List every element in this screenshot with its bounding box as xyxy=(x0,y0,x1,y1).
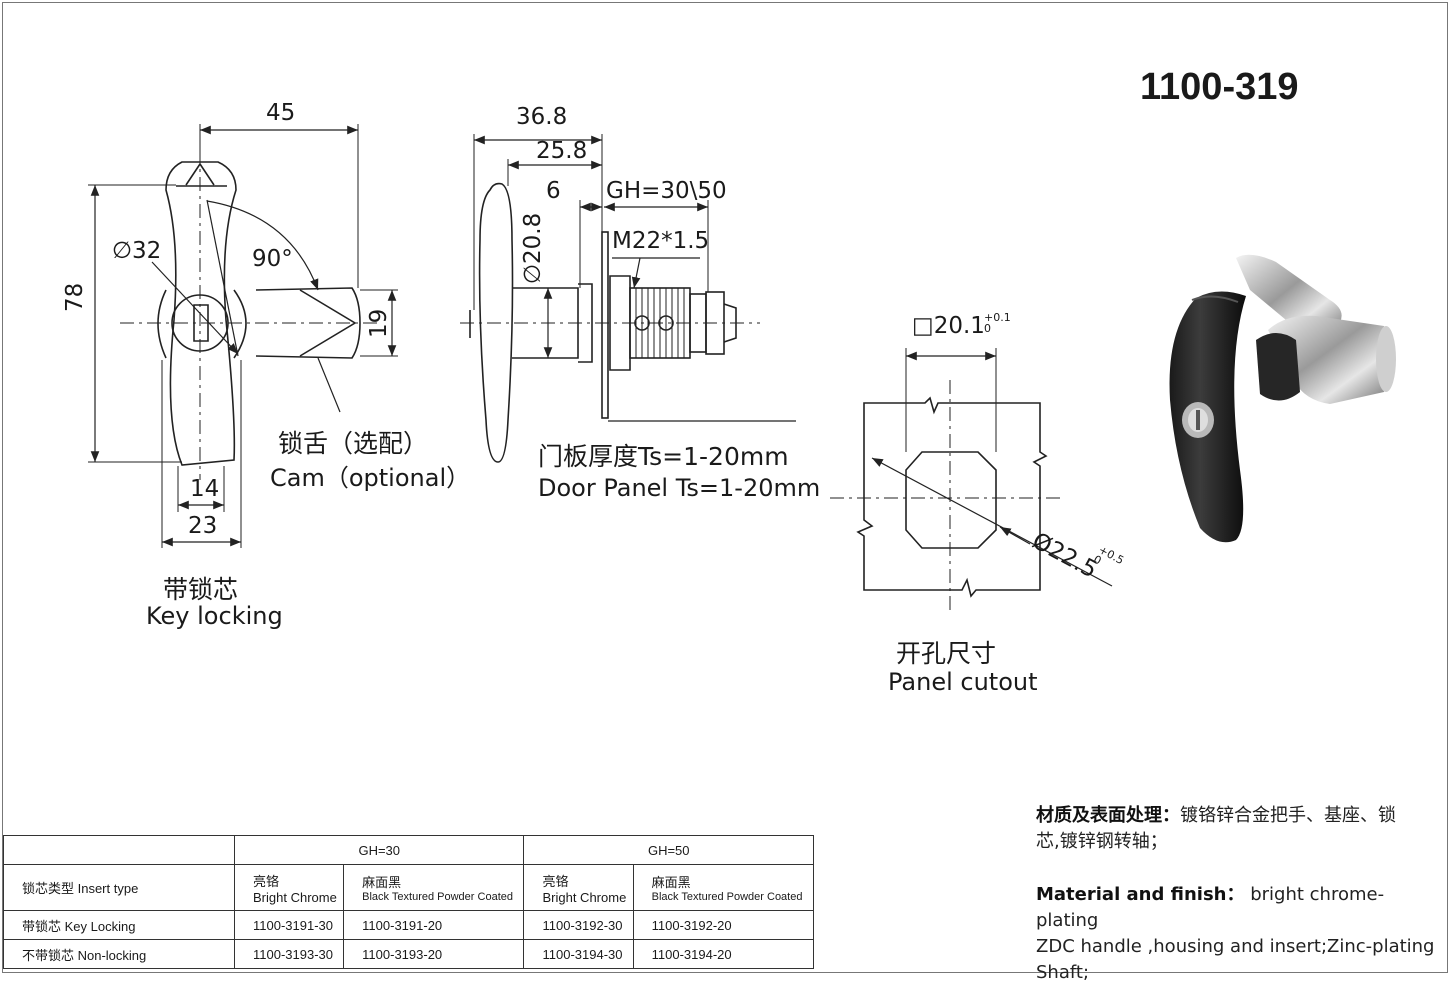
dim-square-cutout: □20.1 xyxy=(912,313,985,339)
dim-cam-19: 19 xyxy=(366,308,392,338)
material-text-en-2: ZDC handle ,housing and insert;Zinc-plat… xyxy=(1036,936,1435,957)
finish-black-en: Black Textured Powder Coated xyxy=(362,891,513,903)
finish-chrome-cn: 亮铬 xyxy=(253,873,280,889)
product-photo xyxy=(1169,254,1396,543)
table-insert-type-header: 锁芯类型 Insert type xyxy=(3,864,235,911)
material-note-en: Material and finish： bright chrome-plati… xyxy=(1036,882,1444,986)
cutout-caption-en: Panel cutout xyxy=(888,668,1038,696)
table-group-gh30: GH=30 xyxy=(233,835,525,865)
cutout-caption-cn: 开孔尺寸 xyxy=(896,639,997,668)
material-label-cn: 材质及表面处理： xyxy=(1036,805,1180,826)
part-number-cell: 1100-3194-30 xyxy=(523,939,634,969)
finish-chrome-cn: 亮铬 xyxy=(542,873,569,889)
finish-chrome-en: Bright Chrome xyxy=(253,889,337,905)
table-row: 带锁芯 Key Locking 1100-3191-30 1100-3191-2… xyxy=(3,910,815,940)
door-panel-caption-en: Door Panel Ts=1-20mm xyxy=(538,474,821,502)
dim-square-tolerance: +0.1 0 xyxy=(984,311,1011,335)
material-label-en: Material and finish： xyxy=(1036,884,1245,905)
cam-caption-en: Cam（optional） xyxy=(270,464,471,492)
dim-angle-90: 90° xyxy=(252,246,293,272)
table-group-gh50: GH=50 xyxy=(523,835,814,865)
dim-length-6: 6 xyxy=(546,178,561,204)
table-row: 不带锁芯 Non-locking 1100-3193-30 1100-3193-… xyxy=(3,939,815,969)
row-label: 带锁芯 Key Locking xyxy=(3,910,235,940)
part-number-cell: 1100-3192-30 xyxy=(523,910,634,940)
door-panel-caption-cn: 门板厚度Ts=1-20mm xyxy=(538,442,789,471)
dim-width-45: 45 xyxy=(266,100,296,126)
part-number-cell: 1100-3194-20 xyxy=(632,939,815,969)
part-number-cell: 1100-3191-30 xyxy=(233,910,345,940)
dim-thread: M22*1.5 xyxy=(612,228,710,254)
material-text-en-1: bright chrome-plating xyxy=(1036,884,1385,931)
cam-caption-cn: 锁舌（选配） xyxy=(278,429,429,458)
key-locking-caption-en: Key locking xyxy=(146,602,283,630)
dim-height-78: 78 xyxy=(62,282,88,312)
material-text-cn-1: 镀铬锌合金把手、基座、锁 xyxy=(1180,805,1396,826)
material-text-cn-2: 芯,镀锌钢转轴； xyxy=(1036,831,1168,852)
dim-shaft-diameter: ∅20.8 xyxy=(520,212,546,284)
finish-black-en: Black Textured Powder Coated xyxy=(651,891,803,903)
side-view xyxy=(460,134,796,463)
dim-length-36-8: 36.8 xyxy=(516,104,568,130)
panel-cutout-view xyxy=(830,348,1113,612)
row-label: 不带锁芯 Non-locking xyxy=(3,939,235,969)
finish-chrome-en: Bright Chrome xyxy=(542,889,627,905)
material-note-cn: 材质及表面处理：镀铬锌合金把手、基座、锁 芯,镀锌钢转轴； xyxy=(1036,803,1436,855)
dim-length-25-8: 25.8 xyxy=(536,138,588,164)
part-number-title: 1100-319 xyxy=(1140,66,1299,108)
finish-black-cn: 麻面黑 xyxy=(362,875,402,890)
part-number-cell: 1100-3192-20 xyxy=(632,910,815,940)
finish-black-cn: 麻面黑 xyxy=(651,875,691,890)
part-number-cell: 1100-3193-30 xyxy=(233,939,345,969)
material-text-en-3: Shaft; xyxy=(1036,962,1090,983)
dim-width-23: 23 xyxy=(188,513,218,539)
key-locking-caption-cn: 带锁芯 xyxy=(163,575,239,604)
part-number-cell: 1100-3193-20 xyxy=(343,939,525,969)
table-corner-cell xyxy=(3,835,235,865)
front-view xyxy=(88,124,398,548)
part-number-cell: 1100-3191-20 xyxy=(343,910,525,940)
table-header-row: GH=30 GH=50 xyxy=(3,835,814,865)
dim-width-14: 14 xyxy=(190,476,220,502)
dim-diameter-32: ∅32 xyxy=(112,238,162,264)
dim-grip-height: GH=30\50 xyxy=(606,178,727,204)
